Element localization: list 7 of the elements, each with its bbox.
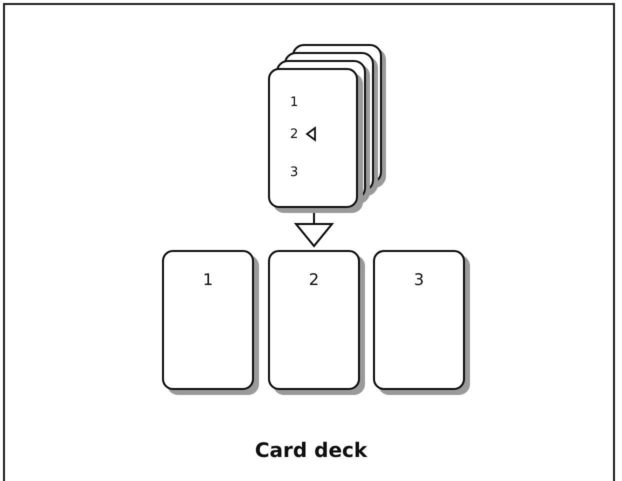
card-number: 2 <box>308 272 320 288</box>
card-number: 3 <box>290 166 298 179</box>
card-number: 1 <box>290 96 298 109</box>
card-number: 3 <box>412 272 426 288</box>
card-number: 1 <box>202 272 214 288</box>
card-number: 2 <box>290 128 298 141</box>
caption: Card deck <box>254 438 368 462</box>
